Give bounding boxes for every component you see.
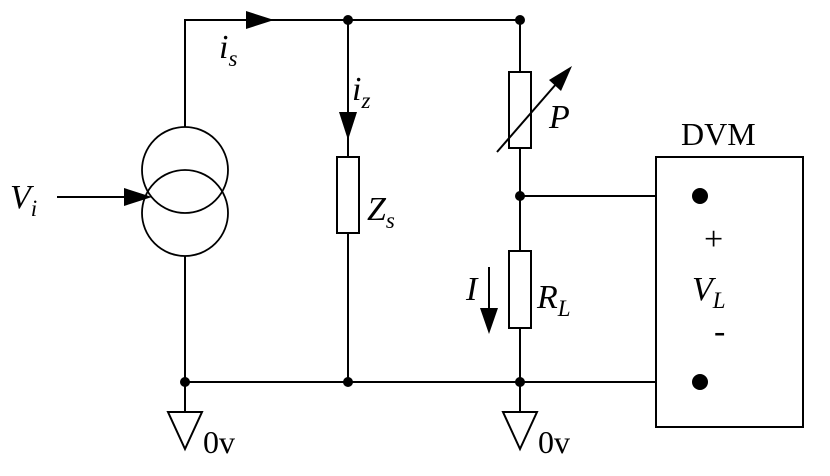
current-source — [141, 126, 229, 382]
top-wire-line — [184, 19, 520, 127]
dvm-terminal-positive — [692, 188, 708, 204]
load-resistor-label: RL — [536, 279, 571, 321]
dvm-box — [655, 156, 804, 428]
top-wire: is — [184, 11, 520, 127]
ground-icon — [501, 411, 539, 452]
ground-right-symbol: 0v — [501, 382, 570, 460]
impedance-resistor-symbol — [336, 156, 360, 234]
potentiometer-symbol — [508, 71, 532, 149]
input-signal: Vi — [10, 179, 152, 221]
junction-dot — [515, 15, 525, 25]
dvm-terminal-negative — [692, 374, 708, 390]
junction-dots — [180, 15, 525, 387]
source-current-arrow-icon — [246, 11, 274, 29]
dvm-minus-label: - — [714, 313, 725, 350]
potentiometer-arrow-line — [496, 82, 558, 153]
junction-dot — [343, 15, 353, 25]
dvm-title: DVM — [681, 116, 756, 152]
impedance-current-label: iz — [352, 71, 370, 113]
dvm-meter: DVM + VL - — [655, 116, 804, 428]
dvm-plus-label: + — [704, 221, 723, 258]
load-current-arrow-icon — [480, 308, 498, 334]
impedance-label: Zs — [367, 191, 395, 233]
input-arrow-icon — [124, 188, 152, 206]
ground-left-symbol: 0v — [166, 382, 235, 460]
input-voltage-label: Vi — [10, 179, 37, 221]
ground-right-label: 0v — [538, 424, 570, 460]
ground-left-label: 0v — [203, 424, 235, 460]
impedance-branch: iz Zs — [336, 20, 395, 382]
current-source-circle-top — [141, 126, 229, 214]
dvm-voltage-label: VL — [692, 271, 726, 313]
junction-dot — [343, 377, 353, 387]
potentiometer-arrow-icon — [549, 66, 572, 91]
load-resistor-symbol — [508, 250, 532, 329]
load-branch: P I RL — [465, 20, 572, 382]
impedance-current-arrow-icon — [339, 112, 357, 140]
source-current-label: is — [219, 29, 237, 71]
ground-icon — [166, 411, 204, 452]
potentiometer-label: P — [548, 99, 570, 136]
junction-dot — [515, 191, 525, 201]
load-current-label: I — [465, 271, 479, 308]
